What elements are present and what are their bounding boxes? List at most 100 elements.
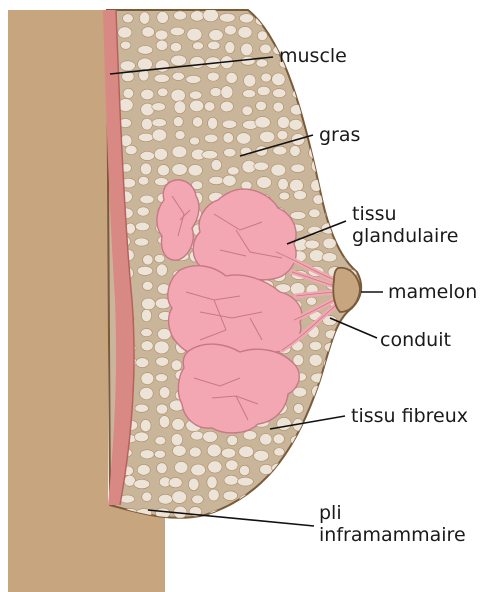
fat-lobule	[272, 89, 285, 98]
fat-lobule	[141, 118, 152, 130]
fat-lobule	[329, 480, 341, 489]
fat-lobule	[307, 16, 320, 25]
label-fibrous-tissue: tissu fibreux	[351, 405, 468, 427]
fat-lobule	[305, 240, 319, 249]
fat-lobule	[120, 61, 135, 71]
fat-lobule	[292, 90, 305, 98]
fat-lobule	[136, 358, 149, 368]
fat-lobule	[219, 13, 235, 22]
fat-lobule	[156, 40, 168, 50]
fat-lobule	[273, 434, 284, 444]
fat-lobule	[170, 27, 184, 36]
fat-lobule	[330, 434, 341, 444]
fat-lobule	[340, 190, 355, 200]
fat-lobule	[193, 42, 204, 50]
fat-lobule	[309, 250, 324, 262]
fat-lobule	[204, 102, 215, 112]
fat-lobule	[155, 436, 166, 444]
fat-lobule	[159, 416, 170, 428]
fat-lobule	[204, 134, 218, 143]
fat-lobule	[338, 432, 353, 440]
fat-lobule	[172, 418, 185, 430]
fat-lobule	[209, 176, 224, 184]
fat-lobule	[274, 479, 286, 487]
fat-lobule	[173, 117, 183, 127]
fat-lobule	[175, 461, 188, 473]
lower-body	[108, 505, 165, 592]
fat-lobule	[135, 404, 149, 412]
fat-lobule	[223, 175, 236, 186]
fat-lobule	[256, 101, 267, 111]
fat-lobule	[260, 464, 273, 474]
fat-lobule	[341, 225, 352, 238]
fat-lobule	[137, 207, 149, 216]
fat-lobule	[192, 117, 202, 127]
fat-lobule	[294, 190, 307, 199]
fat-lobule	[172, 164, 187, 176]
fat-lobule	[140, 450, 154, 459]
fat-lobule	[226, 72, 237, 83]
fat-lobule	[140, 151, 155, 160]
fat-lobule	[174, 11, 187, 20]
fat-lobule	[241, 57, 255, 66]
fat-lobule	[141, 89, 154, 100]
fat-lobule	[296, 474, 308, 486]
fat-lobule	[192, 495, 204, 504]
fat-lobule	[312, 103, 324, 115]
fat-lobule	[278, 178, 289, 190]
fat-lobule	[139, 12, 149, 24]
fat-lobule	[254, 162, 269, 171]
fat-lobule	[152, 119, 167, 127]
label-nipple: mamelon	[388, 281, 477, 303]
fat-lobule	[169, 477, 182, 487]
fat-lobule	[154, 450, 165, 458]
fat-lobule	[203, 431, 218, 442]
fat-lobule	[239, 446, 254, 457]
fat-lobule	[224, 148, 236, 157]
fat-lobule	[155, 178, 169, 186]
fat-lobule	[293, 507, 308, 519]
fat-lobule	[211, 159, 222, 170]
fat-lobule	[328, 159, 339, 170]
fat-lobule	[141, 373, 154, 385]
fat-lobule	[344, 360, 355, 371]
fat-lobule	[141, 309, 151, 321]
fat-lobule	[244, 74, 256, 87]
fat-lobule	[271, 164, 286, 176]
fat-lobule	[137, 266, 152, 275]
fat-lobule	[224, 475, 238, 485]
fat-lobule	[134, 479, 150, 488]
fat-lobule	[224, 25, 236, 35]
fat-lobule	[309, 341, 321, 350]
fat-lobule	[138, 46, 153, 55]
fat-lobule	[290, 179, 304, 192]
fat-lobule	[134, 432, 148, 442]
fat-lobule	[118, 27, 132, 38]
fat-lobule	[171, 55, 187, 66]
fat-lobule	[242, 106, 253, 116]
fat-lobule	[221, 448, 235, 458]
fat-lobule	[239, 465, 249, 475]
fat-lobule	[322, 25, 336, 36]
fat-lobule	[312, 401, 324, 411]
fat-lobule	[171, 360, 182, 371]
fat-lobule	[309, 209, 320, 218]
fat-lobule	[322, 462, 338, 473]
fat-lobule	[329, 400, 341, 410]
label-glandular-line1: tissu	[352, 203, 458, 225]
fat-lobule	[141, 329, 153, 337]
fat-lobule	[190, 100, 204, 112]
fat-lobule	[221, 86, 233, 99]
fat-lobule	[123, 14, 134, 23]
fat-lobule	[342, 450, 352, 459]
fat-lobule	[305, 30, 320, 39]
fat-lobule	[328, 150, 340, 161]
fat-lobule	[120, 41, 130, 49]
fat-lobule	[208, 461, 222, 473]
fat-lobule	[343, 101, 356, 113]
fat-lobule	[171, 433, 182, 445]
fat-lobule	[138, 176, 149, 185]
fat-lobule	[277, 130, 288, 140]
fat-lobule	[135, 222, 149, 231]
fat-lobule	[344, 29, 355, 41]
